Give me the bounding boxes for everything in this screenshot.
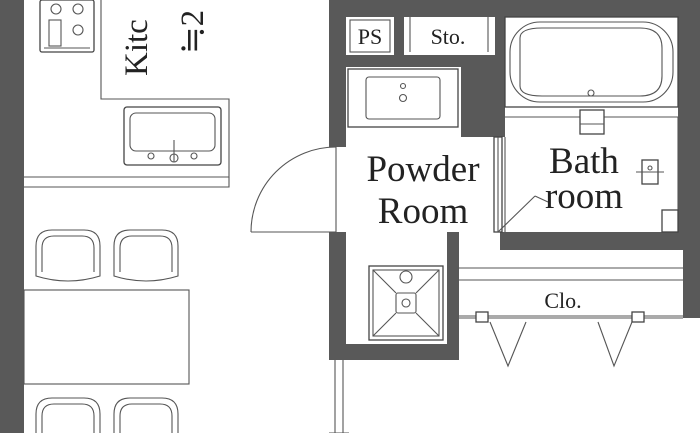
dining-chairs [35,229,179,433]
ps-box [349,19,391,53]
wall-powder-right-column [461,67,505,137]
powder-room-label-line2: Room [378,191,469,232]
stove [39,0,95,53]
shower-faucet [636,159,679,233]
powder-room-label-line1: Powder [366,149,479,190]
wall-bath-bottom [500,232,700,250]
partition-wall-lower-left [329,232,346,360]
bath-label-line2: room [545,176,623,217]
closet-doors [489,321,633,368]
bathtub [504,16,679,108]
chair [113,229,179,282]
wall-under-storage [346,55,505,67]
bath-sliding-door [493,136,549,233]
chair [35,229,101,282]
partition-wall-kitchen [329,0,346,147]
bath-label-line1: Bath [549,141,619,182]
closet [459,267,683,323]
wall-bottom-middle [329,344,459,360]
washing-machine-pan [368,265,444,341]
wall-bath-right-thin [678,17,700,232]
kitchen-area-label: ≒2 [175,10,211,54]
kitchen-label: Kitc [119,19,155,76]
wall-closet-left [447,232,459,360]
wall-right-middle [683,250,700,318]
bath-shelf [579,109,605,135]
closet-label: Clo. [544,288,581,313]
storage-box [409,17,489,52]
kitchen-counter [24,0,230,188]
wall-sto-left [394,17,404,55]
storage-label: Sto. [431,24,466,49]
kitchen-sink [123,106,222,166]
dining-table [23,289,190,385]
outer-wall-left [0,0,24,433]
washbasin [347,68,459,128]
ps-label: PS [358,24,382,49]
powder-room-door [250,146,337,233]
top-wall-right [346,0,700,17]
chair [113,397,179,433]
chair [35,397,101,433]
lower-opening-frame [329,360,349,433]
